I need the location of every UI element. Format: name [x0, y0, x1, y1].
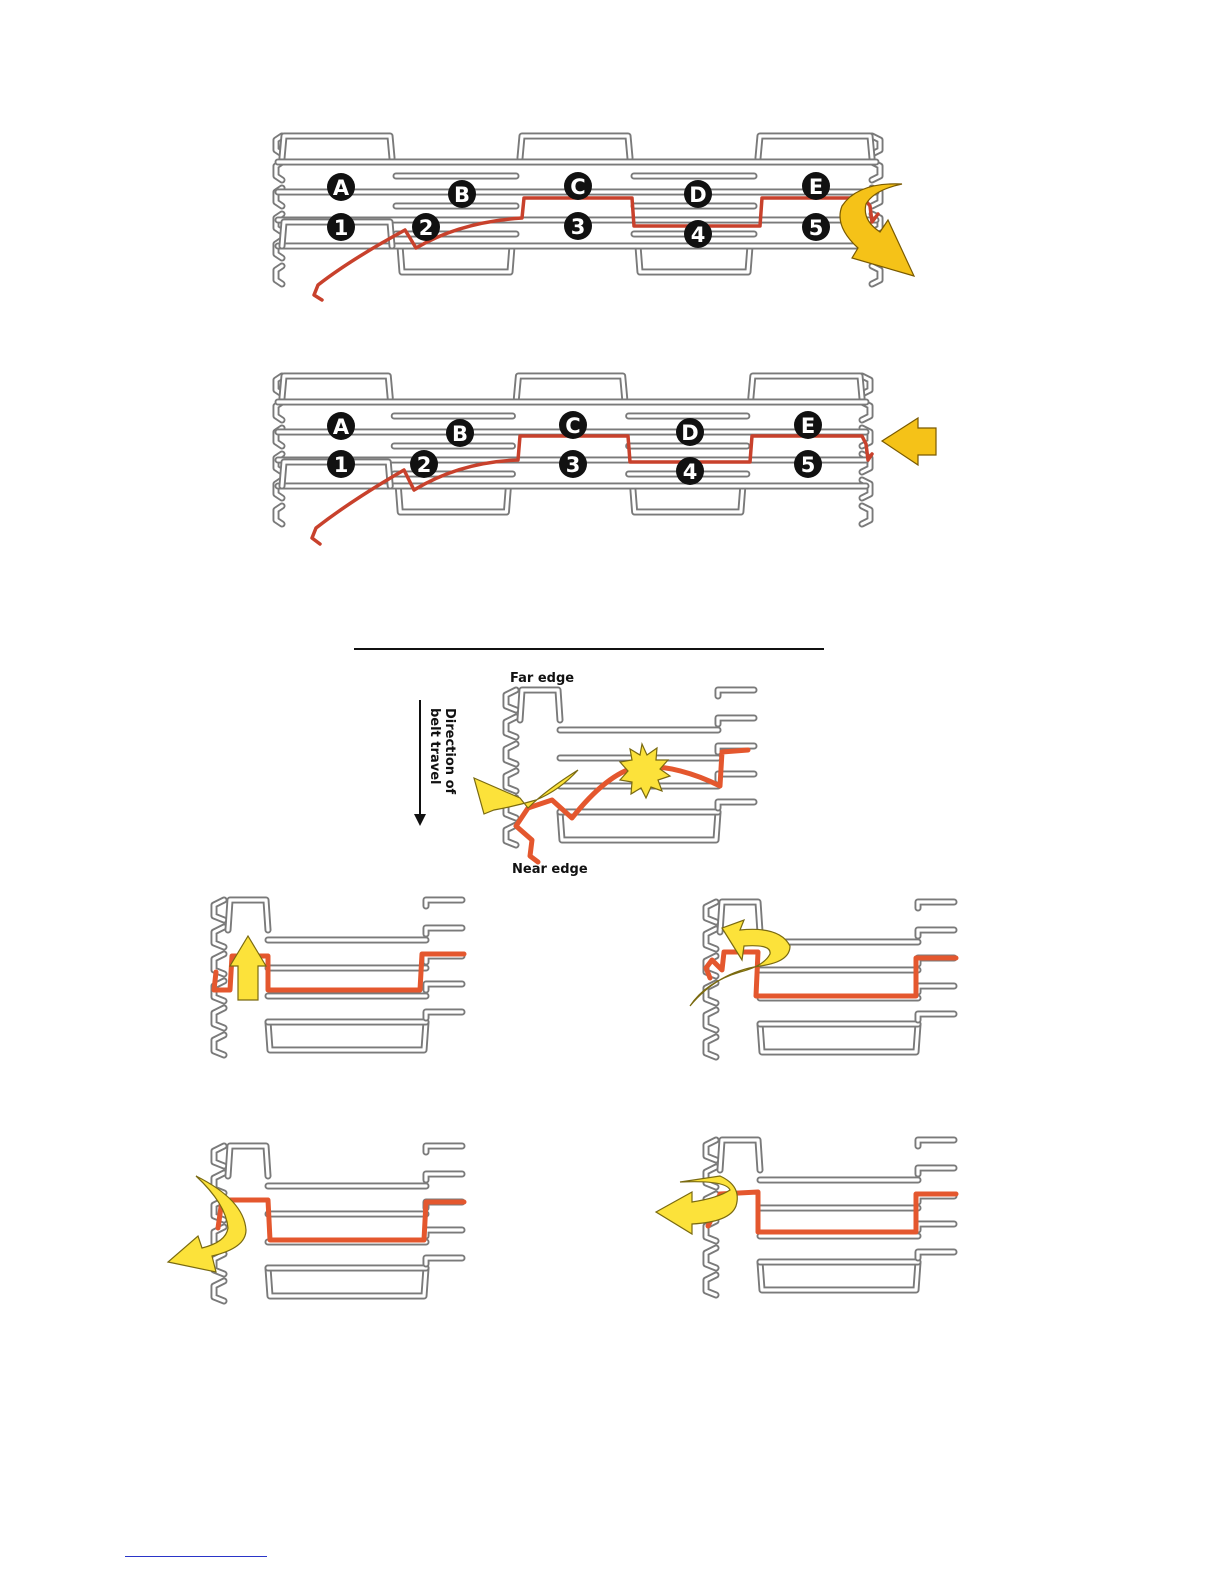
- far-edge-label: Far edge: [510, 671, 574, 686]
- wire-loop-top: [520, 690, 560, 720]
- curved-arrow-icon: [168, 1176, 246, 1272]
- panel-1: A B C D E 1 2 3 4 5: [276, 136, 914, 300]
- wire-loop-bottom-inner: [268, 1022, 426, 1050]
- near-edge-label: Near edge: [512, 862, 588, 877]
- wire-loop-bottom-inner: [560, 812, 718, 840]
- wire-loop-bottom-inner: [268, 1268, 426, 1296]
- panel-2-number-badges: 1 2 3 4 5: [327, 450, 822, 485]
- wire-loop-top: [758, 136, 872, 158]
- badge-4-label: 4: [683, 460, 698, 484]
- badge-A-label: A: [333, 415, 350, 439]
- wire-loop-top: [228, 900, 268, 930]
- down-arrow-icon: [414, 814, 426, 826]
- wire-loop-top: [751, 376, 862, 398]
- wire-loop-top: [516, 376, 624, 398]
- wire-loop-top-inner: [228, 900, 268, 930]
- wire-loop-top: [720, 1140, 760, 1170]
- wire-loop-bottom: [760, 1262, 918, 1290]
- wire-loop-top: [282, 136, 392, 158]
- wire-loop-bottom-inner: [400, 246, 512, 272]
- badge-D-label: D: [681, 421, 698, 445]
- wire-loop-bottom: [560, 812, 718, 840]
- badge-B-label: B: [454, 183, 470, 207]
- badge-C-label: C: [565, 414, 580, 438]
- wire-loop-top: [282, 376, 390, 398]
- direction-label-line2: belt travel: [427, 708, 442, 784]
- badge-C-label: C: [570, 175, 585, 199]
- wire-loop-top-inner: [720, 1140, 760, 1170]
- badge-1-label: 1: [334, 453, 349, 477]
- badge-2-label: 2: [419, 216, 434, 240]
- left-arrow-icon: [882, 418, 936, 465]
- up-arrow-icon: [230, 936, 266, 1000]
- badge-5-label: 5: [809, 216, 824, 240]
- wire-loop-top-inner: [228, 1146, 268, 1176]
- step-4: [656, 1140, 956, 1295]
- badge-3-label: 3: [566, 453, 581, 477]
- badge-A-label: A: [333, 176, 350, 200]
- badge-1-label: 1: [334, 216, 349, 240]
- step-2-splice-rod: [706, 952, 956, 996]
- badge-2-label: 2: [417, 453, 432, 477]
- badge-B-label: B: [452, 422, 468, 446]
- wire-loop-top-inner: [520, 690, 560, 720]
- wire-loop-bottom-inner: [633, 486, 743, 512]
- step-2: [690, 902, 956, 1057]
- badge-E-label: E: [801, 414, 815, 438]
- wire-loop-bottom: [400, 246, 512, 272]
- badge-E-label: E: [809, 175, 823, 199]
- step-3: [168, 1146, 464, 1301]
- wire-loop-top: [520, 136, 630, 158]
- footer-link-underline: [125, 1556, 267, 1557]
- step-1: [214, 900, 464, 1055]
- badge-4-label: 4: [691, 223, 706, 247]
- starburst-icon: [620, 744, 670, 798]
- wire-loop-top: [228, 1146, 268, 1176]
- wire-loop-bottom: [760, 1024, 918, 1052]
- detail-view: Far edge Near edge Direction of belt tra…: [414, 671, 754, 877]
- wire-loop-bottom: [268, 1268, 426, 1296]
- wire-loop-bottom: [633, 486, 743, 512]
- badge-D-label: D: [689, 183, 706, 207]
- badge-5-label: 5: [801, 453, 816, 477]
- wire-loop-bottom-inner: [760, 1024, 918, 1052]
- wire-loop-bottom-inner: [760, 1262, 918, 1290]
- wire-loop-bottom: [638, 246, 750, 272]
- badge-3-label: 3: [571, 215, 586, 239]
- panel-1-belt-grid: [276, 136, 880, 284]
- wire-loop-bottom-inner: [638, 246, 750, 272]
- direction-label-line1: Direction of: [442, 708, 457, 794]
- direction-label: Direction of belt travel: [427, 708, 457, 794]
- wire-loop-bottom: [268, 1022, 426, 1050]
- panel-2: A B C D E 1 2 3 4 5: [276, 376, 936, 544]
- left-arrow-icon: [656, 1176, 737, 1234]
